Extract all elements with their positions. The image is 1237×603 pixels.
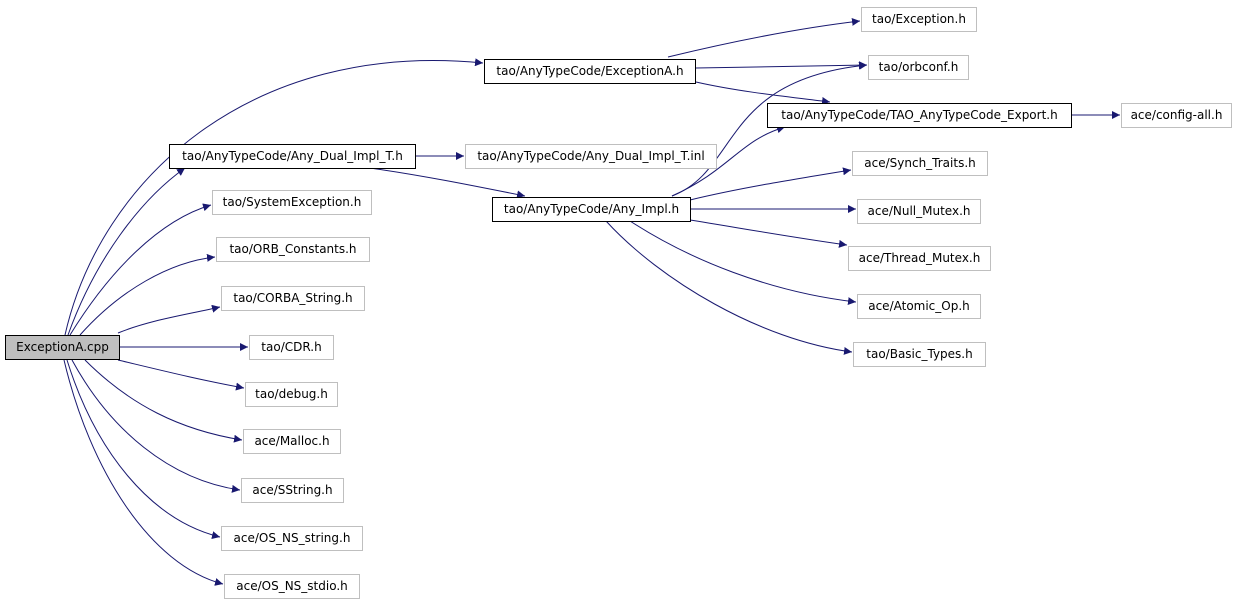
node-tao-orbconf-h[interactable]: tao/orbconf.h — [868, 55, 969, 80]
node-tao-exception-h[interactable]: tao/Exception.h — [861, 7, 977, 32]
edge-any-impl-h-to-basic-types-h — [605, 220, 853, 355]
node-ace-os-ns-stdio-h[interactable]: ace/OS_NS_stdio.h — [224, 574, 360, 599]
node-label: tao/AnyTypeCode/Any_Dual_Impl_T.h — [182, 149, 403, 163]
node-ace-sstring-h[interactable]: ace/SString.h — [241, 478, 344, 503]
node-label: ace/OS_NS_stdio.h — [236, 579, 348, 593]
node-label: tao/SystemException.h — [222, 195, 362, 209]
node-label: tao/AnyTypeCode/TAO_AnyTypeCode_Export.h — [781, 108, 1058, 122]
edge-exceptiona-h-to-orbconf-h — [695, 61, 868, 70]
node-label: tao/orbconf.h — [878, 60, 959, 74]
node-tao-anytypecode-any-impl-h[interactable]: tao/AnyTypeCode/Any_Impl.h — [492, 197, 691, 222]
edge-exceptiona-cpp-to-any-dual-impl-t-h — [67, 167, 186, 336]
node-tao-basic-types-h[interactable]: tao/Basic_Types.h — [853, 342, 986, 367]
node-label: ace/OS_NS_string.h — [233, 531, 351, 545]
edge-any-impl-h-to-thread-mutex-h — [689, 219, 848, 248]
edge-any-impl-h-to-export-h — [671, 125, 786, 197]
edge-exceptiona-h-to-export-h — [695, 81, 831, 105]
node-tao-anytypecode-any-dual-impl-t-h[interactable]: tao/AnyTypeCode/Any_Dual_Impl_T.h — [169, 144, 416, 169]
node-label: ace/Synch_Traits.h — [864, 156, 976, 170]
node-ace-synch-traits-h[interactable]: ace/Synch_Traits.h — [852, 151, 988, 176]
edge-any-impl-h-to-atomic-op-h — [629, 220, 857, 306]
node-ace-malloc-h[interactable]: ace/Malloc.h — [243, 429, 341, 454]
edge-any-impl-h-to-synch-traits-h — [689, 167, 852, 201]
edge-any-dual-impl-t-h-to-any-impl-h — [369, 167, 526, 199]
node-label: tao/debug.h — [255, 387, 328, 401]
node-exceptiona-cpp[interactable]: ExceptionA.cpp — [5, 335, 120, 360]
node-label: ExceptionA.cpp — [16, 340, 109, 354]
node-label: ace/Null_Mutex.h — [867, 204, 971, 218]
edge-exceptiona-cpp-to-os-ns-string-h — [66, 359, 221, 539]
edge-any-impl-h-to-orbconf-h — [671, 61, 868, 197]
node-ace-thread-mutex-h[interactable]: ace/Thread_Mutex.h — [848, 246, 991, 271]
node-label: tao/ORB_Constants.h — [229, 242, 357, 256]
node-label: ace/Thread_Mutex.h — [858, 251, 981, 265]
node-tao-anytypecode-exceptiona-h[interactable]: tao/AnyTypeCode/ExceptionA.h — [484, 59, 696, 84]
node-label: tao/CDR.h — [261, 340, 322, 354]
edge-exceptiona-cpp-to-os-ns-stdio-h — [63, 359, 224, 586]
edge-exceptiona-cpp-to-orb-constants-h — [79, 253, 216, 336]
node-label: tao/AnyTypeCode/Any_Impl.h — [503, 202, 680, 216]
node-label: ace/Atomic_Op.h — [868, 299, 970, 313]
node-tao-corba-string-h[interactable]: tao/CORBA_String.h — [221, 286, 365, 311]
edge-exceptiona-cpp-to-sstring-h — [71, 359, 241, 493]
node-label: tao/Basic_Types.h — [866, 347, 973, 361]
edge-exceptiona-cpp-to-malloc-h — [84, 359, 243, 443]
node-tao-systemexception-h[interactable]: tao/SystemException.h — [212, 190, 372, 215]
node-label: tao/AnyTypeCode/ExceptionA.h — [496, 64, 684, 78]
node-label: tao/Exception.h — [872, 12, 966, 26]
node-label: ace/SString.h — [252, 483, 333, 497]
node-ace-null-mutex-h[interactable]: ace/Null_Mutex.h — [857, 199, 981, 224]
node-tao-debug-h[interactable]: tao/debug.h — [245, 382, 338, 407]
node-ace-config-all-h[interactable]: ace/config-all.h — [1121, 103, 1232, 128]
edge-exceptiona-cpp-to-exceptiona-h — [64, 58, 484, 336]
node-label: ace/Malloc.h — [254, 434, 330, 448]
node-label: tao/AnyTypeCode/Any_Dual_Impl_T.inl — [477, 149, 705, 163]
node-tao-cdr-h[interactable]: tao/CDR.h — [249, 335, 334, 360]
edge-exceptiona-cpp-to-corba-string-h — [117, 304, 221, 334]
node-label: ace/config-all.h — [1130, 108, 1223, 122]
node-tao-anytypecode-any-dual-impl-t-inl[interactable]: tao/AnyTypeCode/Any_Dual_Impl_T.inl — [465, 144, 717, 169]
node-label: tao/CORBA_String.h — [233, 291, 353, 305]
node-tao-orb-constants-h[interactable]: tao/ORB_Constants.h — [216, 237, 370, 262]
edge-exceptiona-cpp-to-systemexception-h — [69, 203, 212, 336]
node-tao-anytypecode-tao-anytypecode-export-h[interactable]: tao/AnyTypeCode/TAO_AnyTypeCode_Export.h — [767, 103, 1072, 128]
node-ace-os-ns-string-h[interactable]: ace/OS_NS_string.h — [221, 526, 363, 551]
edge-exceptiona-cpp-to-debug-h — [117, 359, 245, 391]
edge-exceptiona-h-to-exception-h — [667, 17, 861, 58]
node-ace-atomic-op-h[interactable]: ace/Atomic_Op.h — [857, 294, 981, 319]
